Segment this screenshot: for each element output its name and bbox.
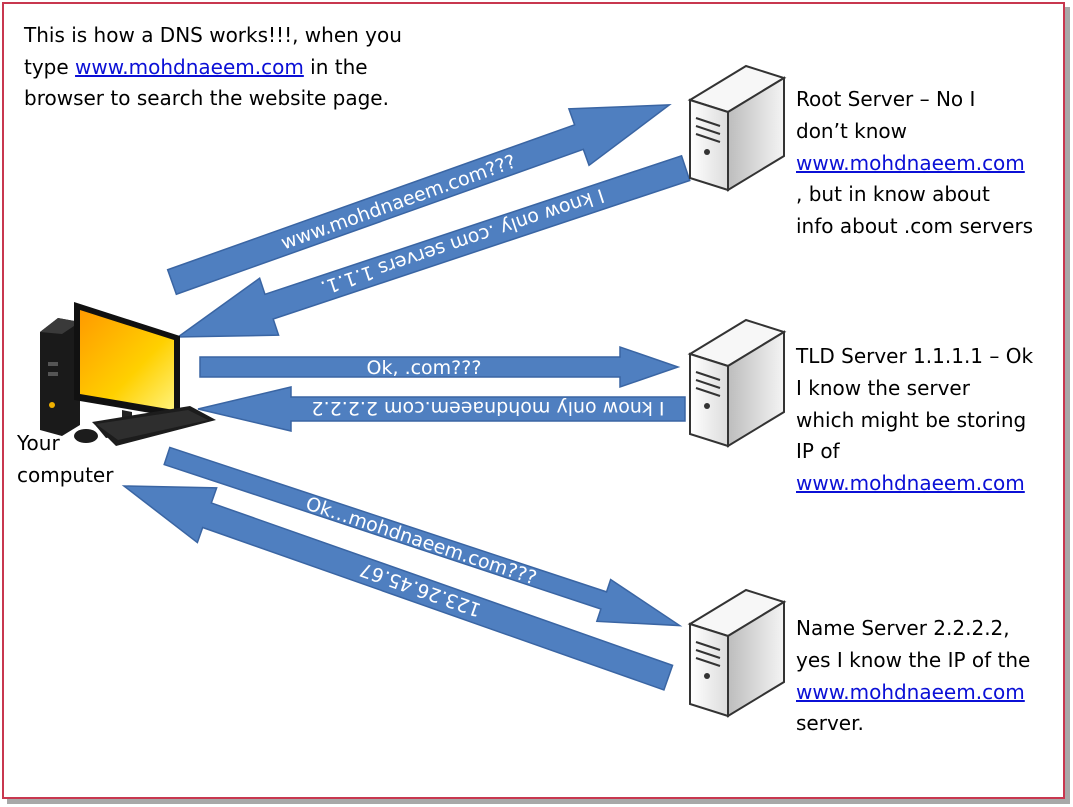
root-server-link-row: www.mohdnaeem.com <box>796 148 1066 180</box>
intro-line-2: type www.mohdnaeem.com in the <box>24 52 454 84</box>
computer-label-line-1: Your <box>17 431 60 455</box>
desktop-computer-icon <box>40 302 216 446</box>
intro-text: This is how a DNS works!!!, when you typ… <box>24 20 454 115</box>
arrow-query-tld: Ok, .com??? <box>199 345 681 389</box>
server-tower-icon <box>687 64 787 192</box>
arrows-group: www.mohdnaeem.com??? I know only .com se… <box>121 104 691 691</box>
arrow-reply-tld: I know only mohdnaeem.com 2.2.2.2 <box>197 386 686 432</box>
root-server-line-2: don’t know <box>796 118 908 143</box>
tld-server-line-2: I know the server <box>796 375 970 400</box>
arrow-label-query-tld: Ok, .com??? <box>367 357 482 379</box>
root-server-line-4: info about .com servers <box>796 214 1034 239</box>
server-tower-icon <box>687 318 787 448</box>
root-server-line-1: Root Server – No I <box>796 87 976 111</box>
computer-label-line-2: computer <box>17 462 114 487</box>
computer-label: Your computer <box>17 428 137 491</box>
tld-server-line-3: which might be storing <box>796 407 1027 432</box>
arrow-label-reply-tld: I know only mohdnaeem.com 2.2.2.2 <box>311 397 664 419</box>
intro-line-1: This is how a DNS works!!!, when you <box>24 23 402 47</box>
name-server-link-row: www.mohdnaeem.com <box>796 677 1066 709</box>
root-server-line-3: , but in know about <box>796 182 990 207</box>
intro-line-3: browser to search the website page. <box>24 86 389 110</box>
name-server-website-link[interactable]: www.mohdnaeem.com <box>796 679 1025 704</box>
root-server-website-link[interactable]: www.mohdnaeem.com <box>796 150 1025 175</box>
tld-server-line-1: TLD Server 1.1.1.1 – Ok <box>796 344 1034 368</box>
server-tower-icon <box>687 588 787 718</box>
tld-server-link-row: www.mohdnaeem.com <box>796 468 1066 500</box>
intro-website-link[interactable]: www.mohdnaeem.com <box>75 54 304 79</box>
tld-server-text: TLD Server 1.1.1.1 – Ok I know the serve… <box>796 341 1066 500</box>
slide-frame <box>2 2 1065 799</box>
name-server-line-3: server. <box>796 711 864 736</box>
intro-line-2-after: in the <box>303 54 368 79</box>
arrow-label-reply-name: 123.26.45.67 <box>357 558 484 621</box>
tld-server-line-4: IP of <box>796 439 840 464</box>
arrow-reply-name: 123.26.45.67 <box>121 485 674 691</box>
tld-server-website-link[interactable]: www.mohdnaeem.com <box>796 471 1025 496</box>
name-server-line-1: Name Server 2.2.2.2, <box>796 616 1010 640</box>
intro-line-2-before: type <box>24 54 76 79</box>
name-server-line-2: yes I know the IP of the <box>796 647 1031 672</box>
root-server-text: Root Server – No I don’t know www.mohdna… <box>796 84 1066 243</box>
name-server-text: Name Server 2.2.2.2, yes I know the IP o… <box>796 613 1066 740</box>
